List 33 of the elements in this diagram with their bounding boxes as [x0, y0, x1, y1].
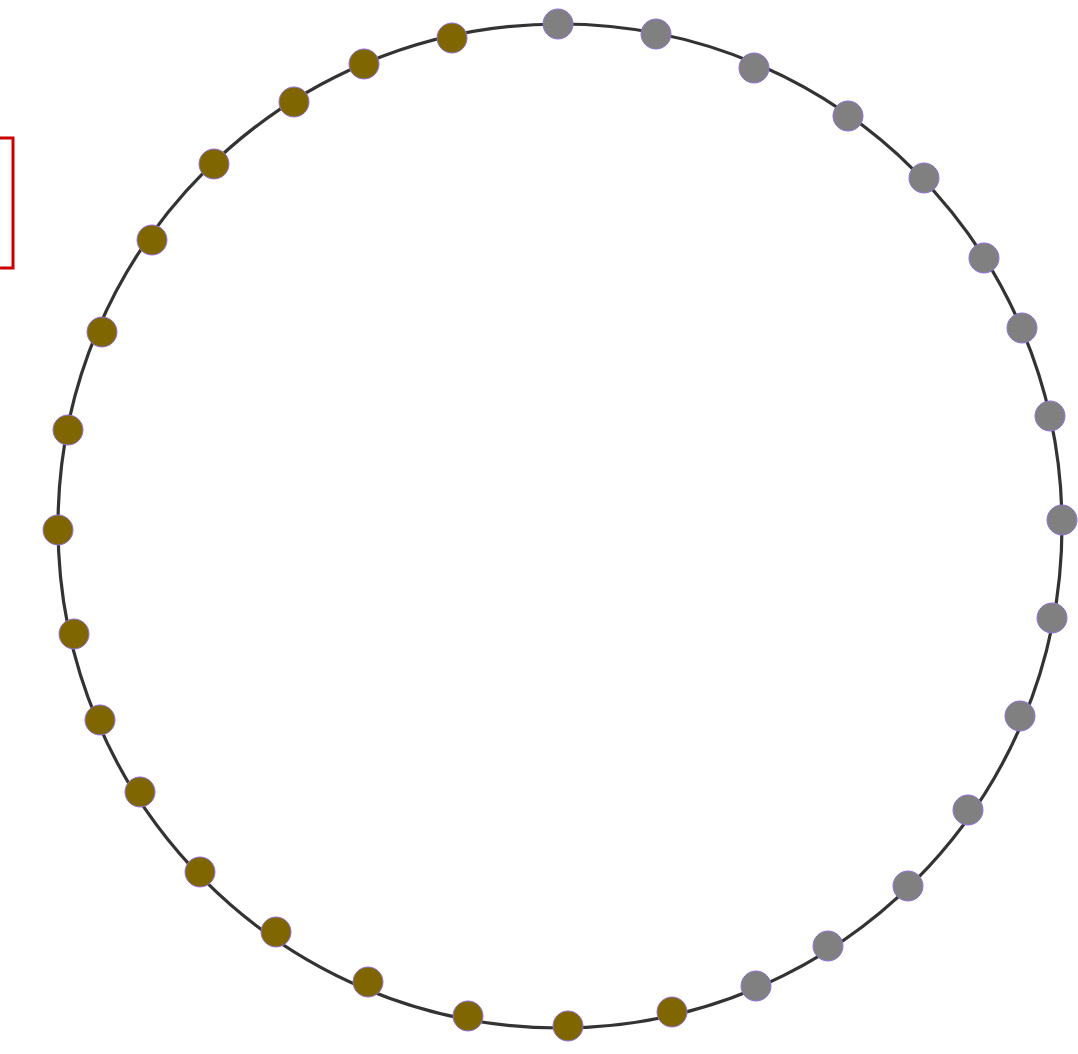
dot [184, 856, 216, 888]
dot [738, 52, 770, 84]
dot [260, 916, 292, 948]
dot [86, 316, 118, 348]
dot [892, 870, 924, 902]
dot [436, 22, 468, 54]
dot [1006, 312, 1038, 344]
dot [348, 48, 380, 80]
dot [908, 162, 940, 194]
dot [198, 148, 230, 180]
dot [452, 1000, 484, 1032]
dot [832, 100, 864, 132]
dot [1034, 400, 1066, 432]
dot [278, 86, 310, 118]
dot [656, 996, 688, 1028]
dot [640, 18, 672, 50]
dot [136, 224, 168, 256]
dot [52, 414, 84, 446]
dot [1036, 602, 1068, 634]
dot [952, 794, 984, 826]
dot [124, 776, 156, 808]
dot [740, 970, 772, 1002]
dot [42, 514, 74, 546]
dot [552, 1010, 584, 1042]
dot [1046, 504, 1078, 536]
frame [0, 136, 15, 270]
dot [1004, 700, 1036, 732]
dot [542, 8, 574, 40]
dot [352, 966, 384, 998]
dot [968, 242, 1000, 274]
dot [58, 618, 90, 650]
dot [812, 930, 844, 962]
dot [84, 704, 116, 736]
